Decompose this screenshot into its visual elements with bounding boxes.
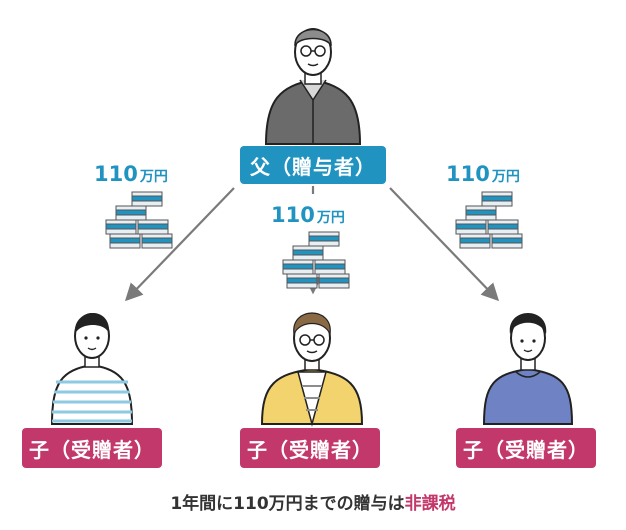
amount-value: 110: [446, 162, 490, 186]
child-right-figure: [482, 313, 574, 425]
recipient-label-center: 子（受贈者）: [240, 428, 380, 468]
footer-highlight: 非課税: [404, 494, 456, 514]
money-stack-icon: [455, 191, 523, 249]
money-stack-icon: [105, 191, 173, 249]
amount-unit: 万円: [316, 210, 345, 226]
arrow-to-child-right: [389, 187, 500, 302]
money-stack-icon: [282, 231, 350, 289]
footer-caption: 1年間に110万円までの贈与は非課税: [0, 489, 626, 514]
recipient-label-right: 子（受贈者）: [456, 428, 596, 468]
amount-value: 110: [94, 162, 138, 186]
arrow-to-child-left: [124, 187, 235, 302]
amount-unit: 万円: [491, 169, 520, 185]
father-figure: [264, 28, 362, 145]
recipient-label-left: 子（受贈者）: [22, 428, 162, 468]
amount-unit: 万円: [139, 169, 168, 185]
footer-text: 1年間に110万円までの贈与は: [170, 494, 405, 514]
giver-label: 父（贈与者）: [240, 146, 386, 184]
child-left-figure: [50, 312, 134, 425]
child-center-figure: [260, 312, 364, 427]
amount-value: 110: [271, 203, 315, 227]
